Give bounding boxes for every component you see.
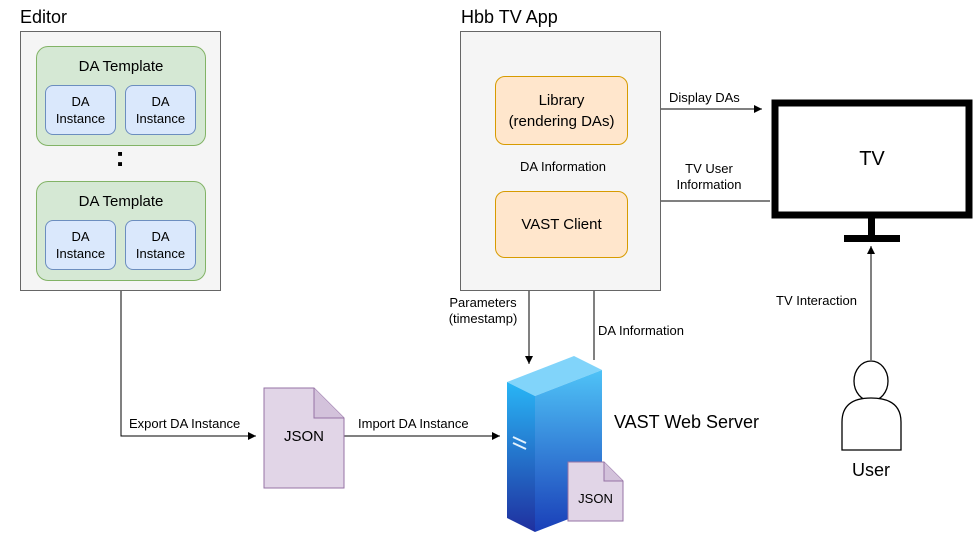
export-edge: [120, 291, 256, 440]
client-to-library-label: DA Information: [520, 159, 606, 174]
da-info-edge-label: DA Information: [598, 323, 684, 338]
da-instance: DA Instance: [125, 85, 196, 135]
da-instance: DA Instance: [45, 85, 116, 135]
da-instance: DA Instance: [125, 220, 196, 270]
tv-label: TV: [859, 147, 885, 170]
vast-client-box: VAST Client: [495, 191, 628, 258]
server-json-file-icon: [567, 461, 624, 522]
json-file-label: JSON: [283, 428, 324, 445]
da-instance: DA Instance: [45, 220, 116, 270]
params-edge-label: Parameters (timestamp): [448, 295, 518, 326]
export-edge-label: Export DA Instance: [129, 416, 241, 431]
import-edge-label: Import DA Instance: [358, 416, 469, 431]
tv-user-info-label: TV User Information: [676, 161, 742, 192]
json-file-icon: [263, 387, 345, 489]
server-icon: [507, 356, 602, 532]
tv-interaction-label: TV Interaction: [776, 293, 857, 308]
tv-icon: [771, 99, 973, 242]
da-template-label: DA Template: [78, 193, 164, 210]
editor-title: Editor: [20, 7, 68, 27]
da-template-label: DA Template: [78, 58, 164, 75]
server-json-label: JSON: [578, 491, 613, 506]
server-label: VAST Web Server: [614, 412, 760, 432]
user-icon: [841, 360, 902, 451]
user-label: User: [851, 460, 890, 480]
library-box: Library (rendering DAs): [495, 76, 628, 145]
display-das-label: Display DAs: [669, 90, 740, 105]
hbbtv-title: Hbb TV App: [461, 7, 558, 27]
vertical-ellipsis: :: [115, 141, 125, 172]
